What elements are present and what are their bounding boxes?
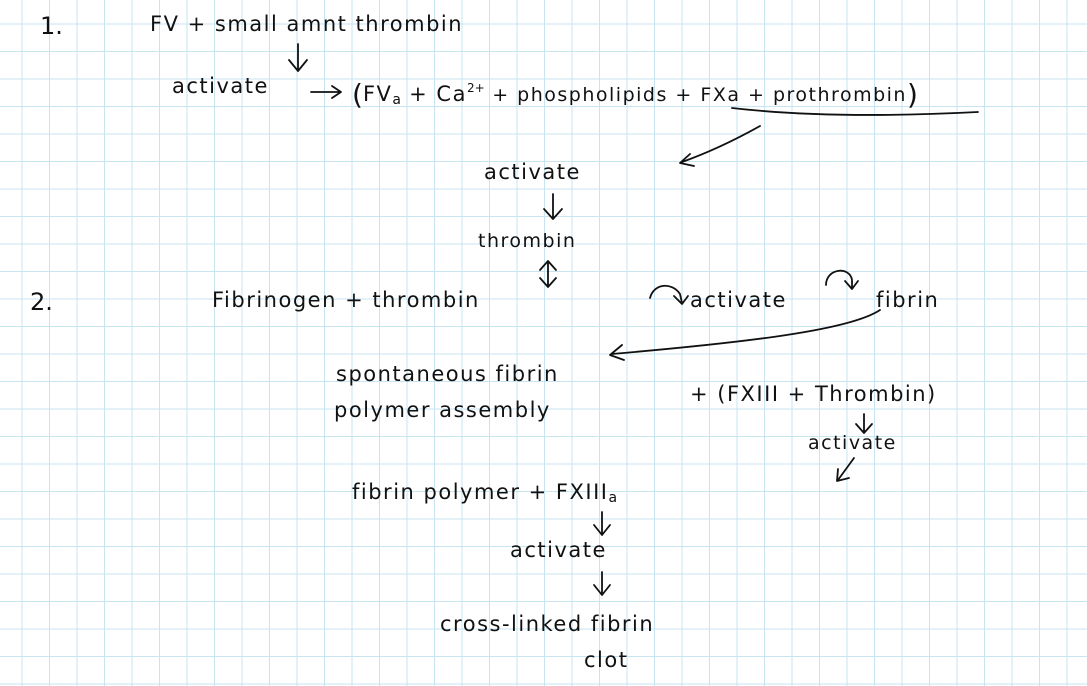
activate-label-2: activate <box>484 160 581 184</box>
thrombin-text: thrombin <box>478 230 577 252</box>
phospholipids-text: + phospholipids + <box>484 84 701 106</box>
fva-text: FV <box>362 82 393 106</box>
arrow-activate-to-crosslinked <box>593 571 611 596</box>
clot-text: clot <box>584 648 629 672</box>
step-2-number: 2. <box>30 288 53 316</box>
fxa-prothrombin-text: FXa + prothrombin <box>700 84 907 106</box>
fibrin-text: fibrin <box>876 288 940 312</box>
arrow-fibrin-to-spontaneous <box>609 309 881 361</box>
fibrin-polymer-main: fibrin polymer + FXIII <box>352 480 609 504</box>
activate-label-4: activate <box>808 432 897 454</box>
activate-label-3: activate <box>690 288 787 312</box>
fva-subscript: a <box>392 92 401 108</box>
cofactor-complex-text: (FVa + Ca2+ + phospholipids + FXa + prot… <box>352 78 918 109</box>
arrow-fxiii-to-activate <box>855 413 873 434</box>
arrow-activate-to-fxiiia <box>836 457 855 482</box>
activate-label-1: activate <box>172 74 269 98</box>
fibrin-polymer-text: fibrin polymer + FXIIIa <box>352 480 618 506</box>
arrow-polymer-to-activate <box>593 511 611 536</box>
arrow-thrombin-to-activate <box>649 284 689 305</box>
fxiiia-subscript: a <box>608 490 618 506</box>
arrow-activate-to-complex <box>310 85 342 99</box>
activate-label-5: activate <box>510 538 607 562</box>
polymer-assembly-text: polymer assembly <box>334 398 551 422</box>
step-1-number: 1. <box>40 12 63 40</box>
spontaneous-fibrin-text: spontaneous fibrin <box>336 362 559 386</box>
crosslinked-fibrin-text: cross-linked fibrin <box>440 612 655 636</box>
arrow-activate-to-thrombin <box>543 193 563 220</box>
fv-thrombin-text: FV + small amnt thrombin <box>150 12 464 36</box>
underline-fxa-prothrombin <box>731 107 979 116</box>
fibrinogen-thrombin-text: Fibrinogen + thrombin <box>212 288 480 312</box>
ca-text: + Ca <box>400 82 467 106</box>
arrow-fv-to-activate <box>288 43 308 72</box>
arrow-complex-to-activate <box>679 125 761 167</box>
arrow-thrombin-fibrinogen-double <box>539 260 557 288</box>
fxiii-thrombin-text: + (FXIII + Thrombin) <box>690 382 937 406</box>
paren-close: ) <box>906 78 918 111</box>
paren-open: ( <box>352 78 363 111</box>
ca-superscript: 2+ <box>466 81 485 95</box>
arrow-activate-to-fibrin <box>825 269 859 290</box>
